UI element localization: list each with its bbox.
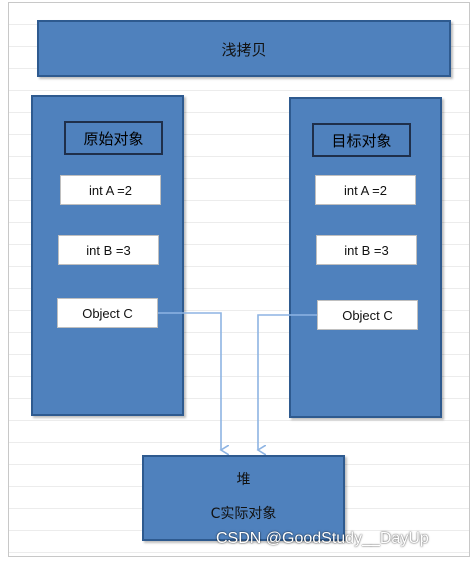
target-field-b: int B =3 xyxy=(316,235,417,265)
title-banner: 浅拷贝 xyxy=(37,20,451,77)
heap-box: 堆 C实际对象 xyxy=(142,455,345,541)
target-field-c: Object C xyxy=(317,300,418,330)
arrow-target-to-heap xyxy=(258,314,317,450)
title-text: 浅拷贝 xyxy=(221,41,267,59)
heap-title: 堆 xyxy=(236,472,251,488)
original-field-b: int B =3 xyxy=(58,235,159,265)
original-field-c: Object C xyxy=(57,298,158,328)
heap-content: C实际对象 xyxy=(210,506,277,522)
original-object-label: 原始对象 xyxy=(64,121,163,155)
csdn-watermark: CSDN @GoodStudy__DayUp xyxy=(216,530,429,547)
target-object-label: 目标对象 xyxy=(312,123,411,157)
target-field-a: int A =2 xyxy=(315,175,416,205)
diagram-frame xyxy=(8,2,470,557)
original-field-a: int A =2 xyxy=(60,175,161,205)
arrow-original-to-heap xyxy=(158,312,221,450)
